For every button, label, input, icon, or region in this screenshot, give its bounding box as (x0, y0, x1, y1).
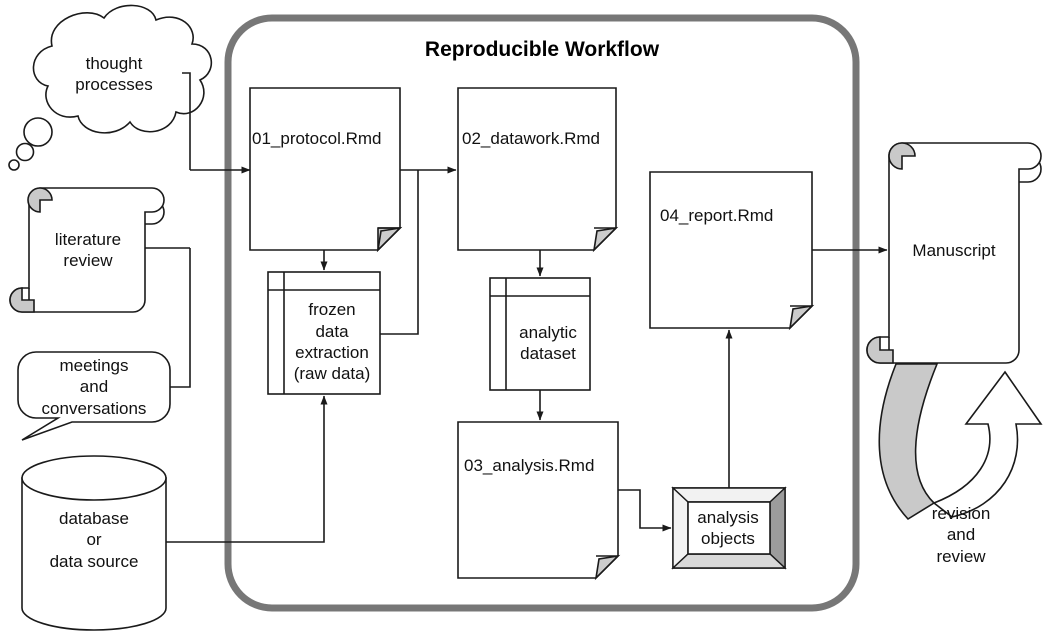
report-rmd-shape (649, 171, 815, 331)
literature-review-shape (9, 187, 165, 313)
edge-analysis-to-objects (618, 489, 672, 532)
thought-processes-shape (8, 4, 213, 171)
edge-meetings-to-bus (170, 248, 191, 388)
edge-frozen-to-datawork (380, 170, 419, 335)
reproducible-workflow-container (224, 14, 860, 612)
analysis-rmd-shape (457, 421, 621, 581)
datawork-rmd-shape (457, 87, 619, 253)
revision-and-review-shape (878, 363, 1043, 521)
analytic-dataset-shape (489, 277, 591, 391)
protocol-rmd-shape (249, 87, 403, 253)
edge-database-to-frozen (166, 395, 328, 543)
meetings-and-conversations-shape (17, 351, 171, 441)
analysis-objects-shape (671, 486, 787, 570)
edge-thought-to-bus (182, 72, 191, 170)
frozen-data-extraction-shape (267, 271, 381, 395)
manuscript-shape (866, 142, 1042, 364)
database-or-data-source-shape (21, 455, 167, 631)
page-title: Reproducible Workflow (424, 38, 660, 61)
